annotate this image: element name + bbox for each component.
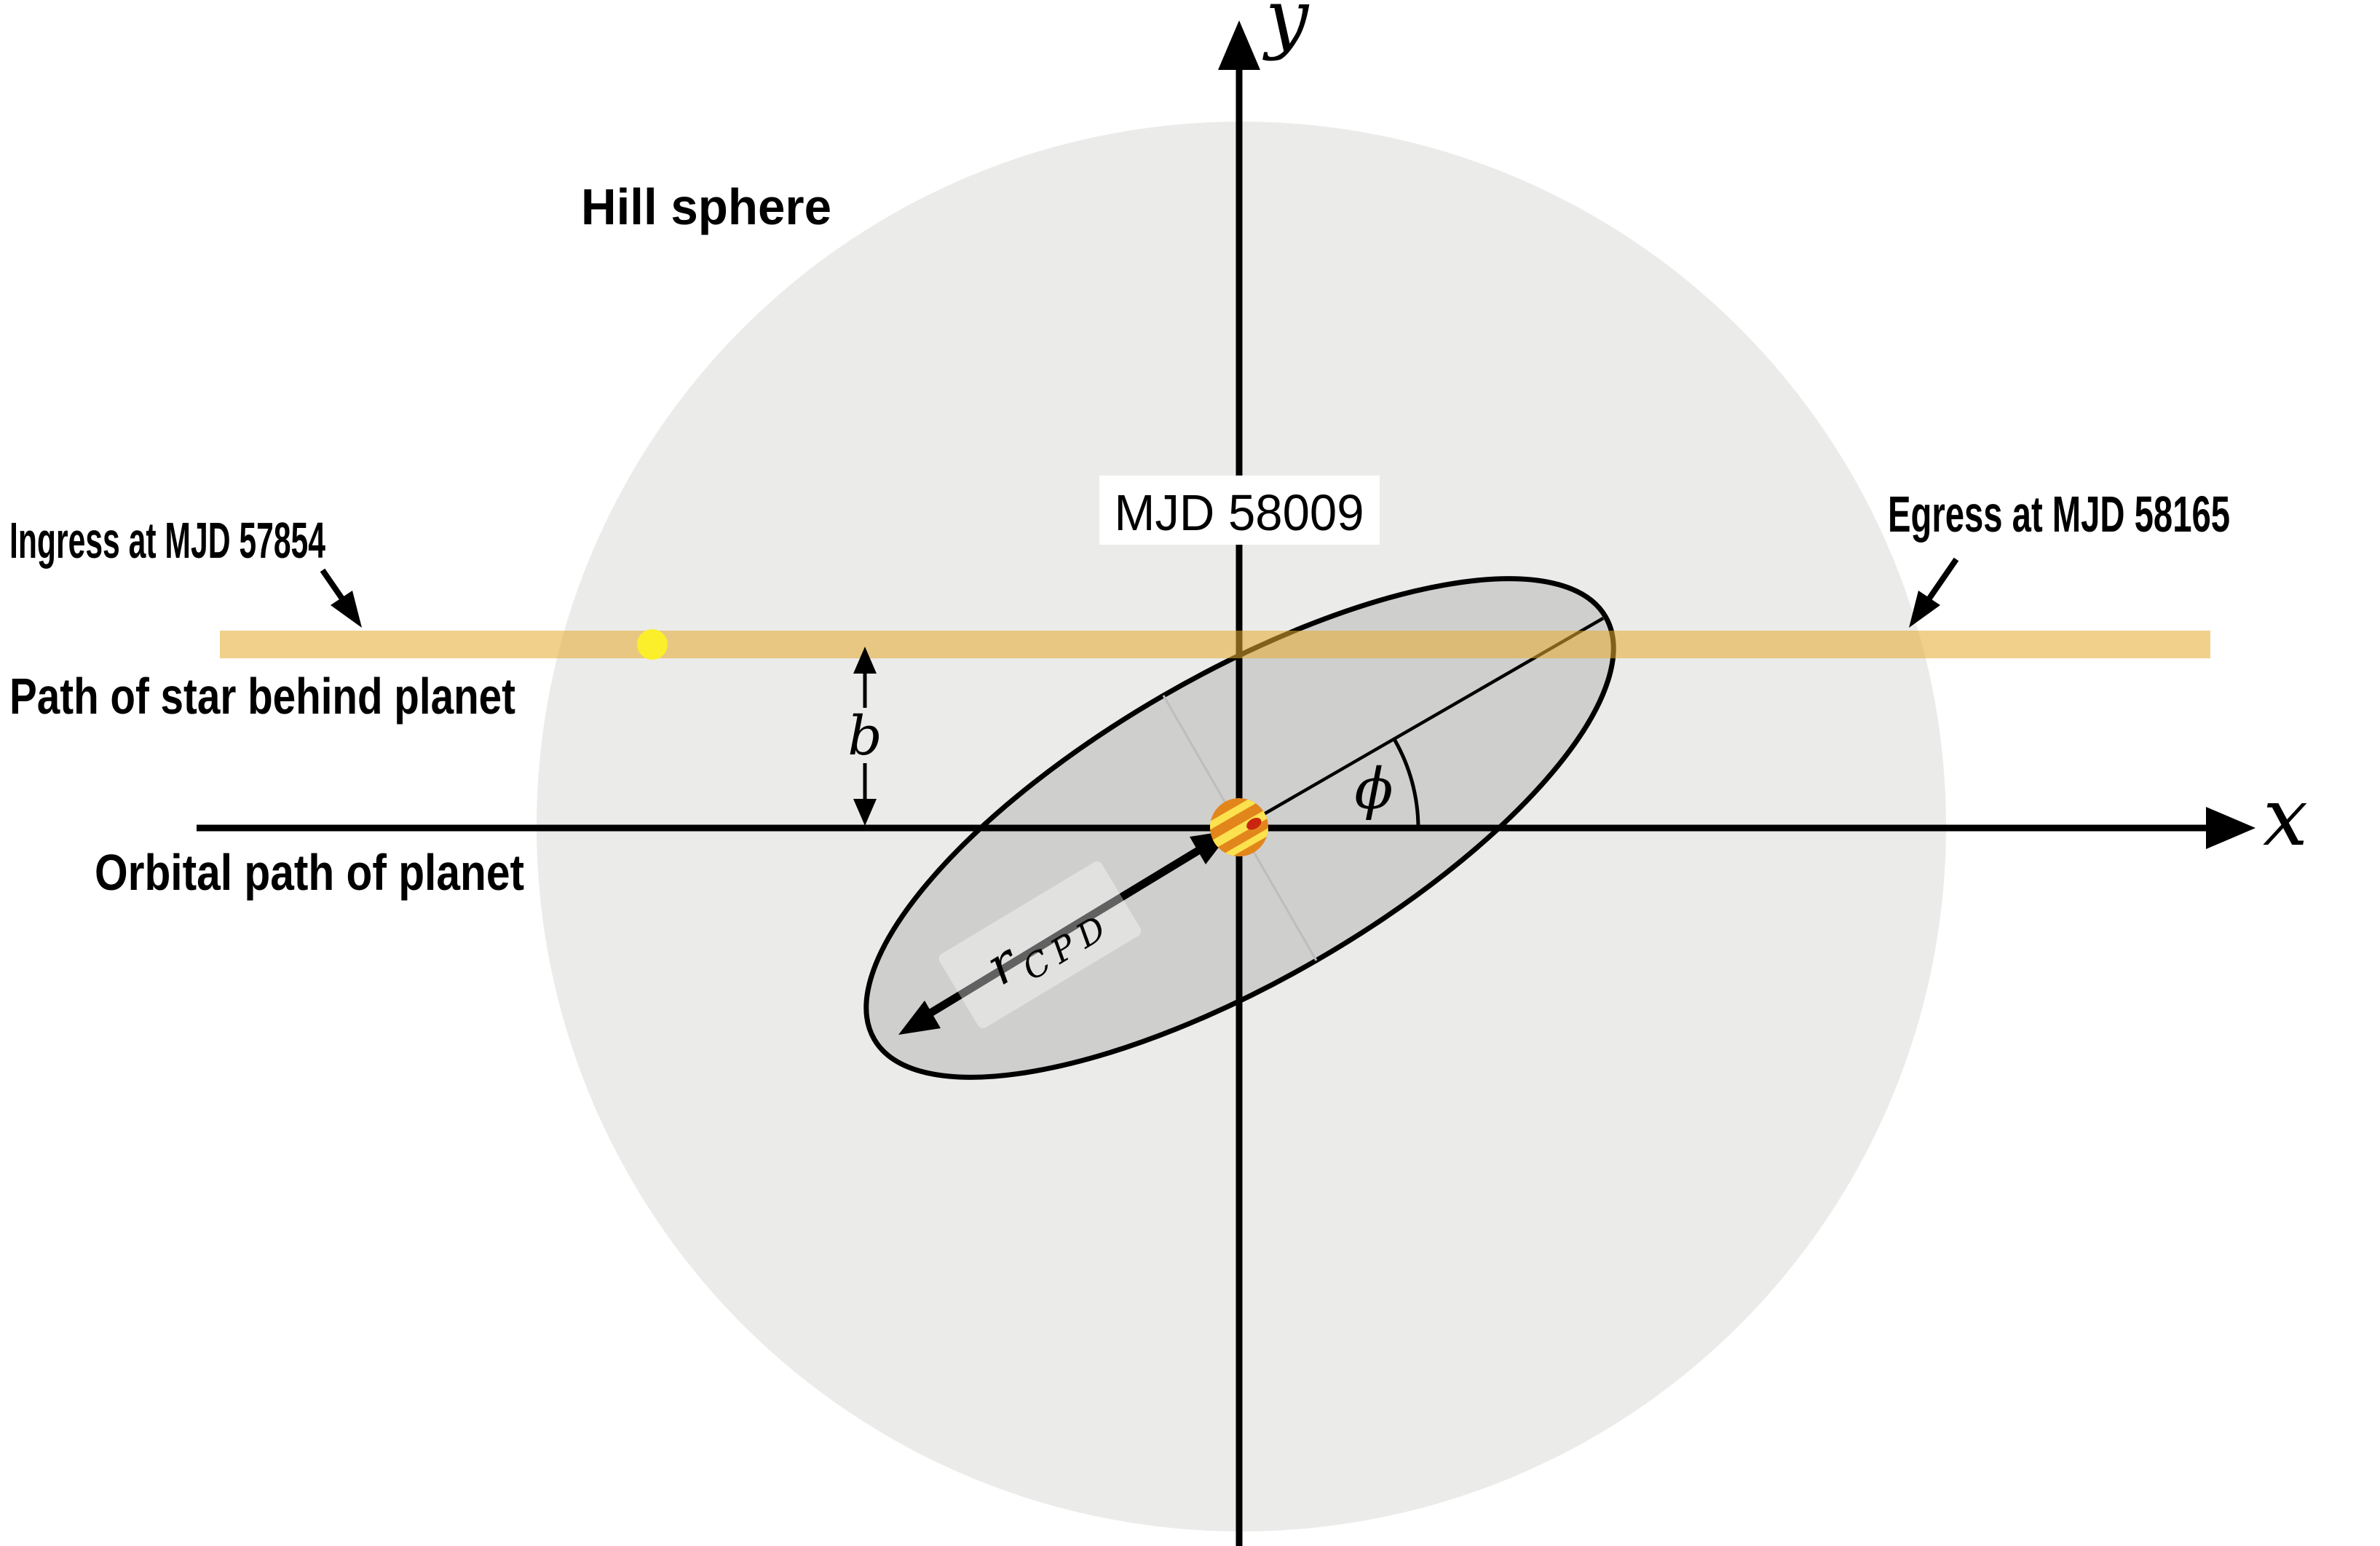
egress-arrowhead-icon [1909,591,1940,628]
egress-arrow [1909,557,1959,628]
rcpd-arrow-line [915,839,1214,1025]
planet-stripe [1217,824,1279,863]
star-path-label: Path of star behind planet [9,668,515,725]
planet-stripes [1200,793,1279,863]
b-arrowhead-down-icon [853,799,877,826]
rcpd-label-chip [938,861,1142,1028]
phi-label: ϕ [1354,757,1393,822]
star-path-band [220,631,2210,658]
hill-sphere-label: Hill sphere [581,178,831,235]
y-axis-label: y [1262,0,1310,62]
star-dot [637,629,668,660]
planet [1200,793,1279,863]
orbital-path-label: Orbital path of planet [95,844,524,901]
phi-arc [1392,738,1420,829]
impact-parameter-label: b [847,705,882,768]
egress-label: Egress at MJD 58165 [1888,486,2230,543]
rcpd-arrowhead-rim-icon [898,1001,941,1035]
mjd-label-box [1099,476,1380,545]
x-axis-label: x [2263,770,2308,864]
y-axis-arrowhead-icon [1218,20,1260,70]
impact-parameter-arrow [853,647,877,826]
b-arrowhead-up-icon [853,647,877,674]
mjd-label: MJD 58009 [1115,484,1364,541]
ingress-arrow [320,568,362,628]
egress-arrow-line [1923,557,1959,606]
ingress-arrowhead-icon [331,591,362,628]
x-axis [197,807,2256,849]
planet-red-spot [1246,818,1262,830]
ingress-label: Ingress at MJD 57854 [9,512,325,569]
x-axis-arrowhead-icon [2206,807,2256,849]
planet-stripe [1200,793,1262,834]
